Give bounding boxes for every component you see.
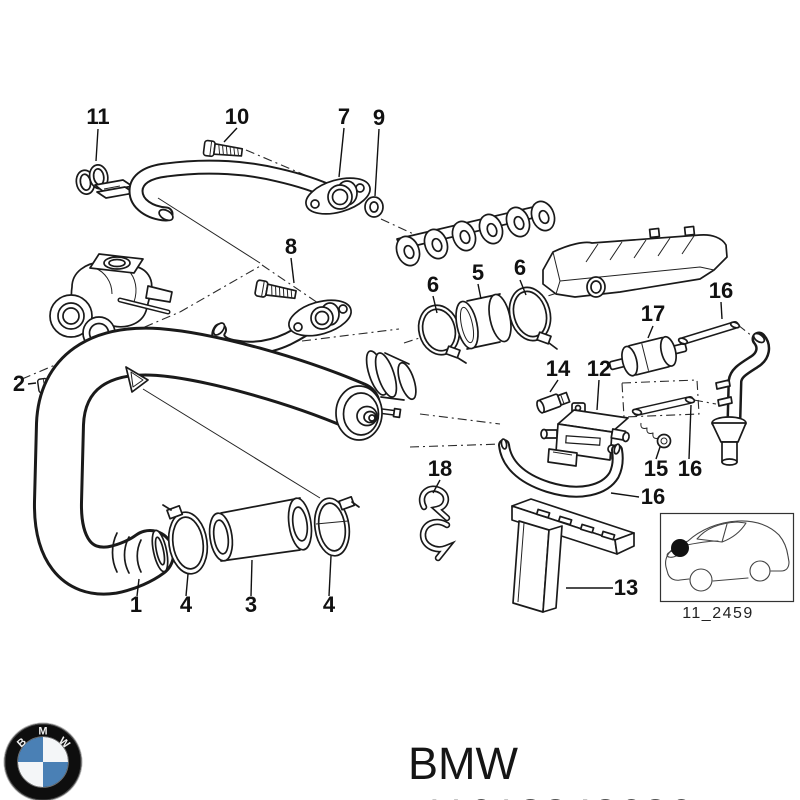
parts-diagram: 11_2459: [21, 127, 795, 622]
air-pump-assembly: [49, 253, 173, 350]
quadrant-top-right: [43, 737, 68, 762]
hose-clamp-6-right: [508, 286, 558, 350]
vacuum-pipe-16-middle: [631, 396, 696, 416]
quadrant-bottom-right: [43, 762, 68, 787]
part-number-caption: BMW11612243636: [408, 738, 800, 800]
leader-lines: [27, 127, 723, 597]
brand-text: BMW: [408, 738, 518, 789]
hose-clamp-4-right: [313, 495, 360, 557]
connector-pipe-3-assembly: [162, 495, 360, 575]
main-air-hose-1: [33, 326, 381, 596]
screw-15: [640, 422, 672, 449]
intake-manifold-cover: [542, 225, 728, 298]
hose-clamp-4-left: [162, 504, 209, 575]
pipe-flange-7: [305, 177, 371, 215]
bolt-10: [202, 139, 244, 161]
support-bracket-13: [511, 498, 635, 613]
seal-ring-9: [364, 196, 384, 218]
connector-pipe-5: [455, 293, 512, 350]
egr-valve: [335, 350, 417, 441]
inset-caption: 11_2459: [682, 605, 754, 622]
part-number-text: 11612243636: [421, 790, 693, 800]
pipe-clamp-11: [75, 164, 135, 199]
logo-letter-m: M: [38, 726, 47, 738]
filter-17: [608, 335, 688, 377]
bolt-8: [253, 278, 298, 304]
retaining-clips-18: [418, 485, 457, 562]
location-dot: [671, 539, 689, 557]
sensor-14: [536, 391, 571, 414]
car-location-inset: 11_2459: [659, 512, 795, 622]
hose-clamp-6-left: [417, 304, 467, 364]
egr-pipe-upper: [128, 159, 341, 222]
curved-pipe-16-right: [711, 331, 771, 466]
vacuum-hose-16-bottom: [498, 438, 624, 498]
footer: B M W BMW11612243636: [0, 718, 800, 800]
quadrant-top-left: [18, 737, 43, 762]
vacuum-pipe-16-top: [677, 321, 741, 345]
exhaust-manifold: [395, 200, 556, 267]
control-valve-12: [540, 402, 630, 467]
quadrant-bottom-left: [18, 762, 43, 787]
bmw-logo-roundel: B M W: [3, 722, 83, 800]
